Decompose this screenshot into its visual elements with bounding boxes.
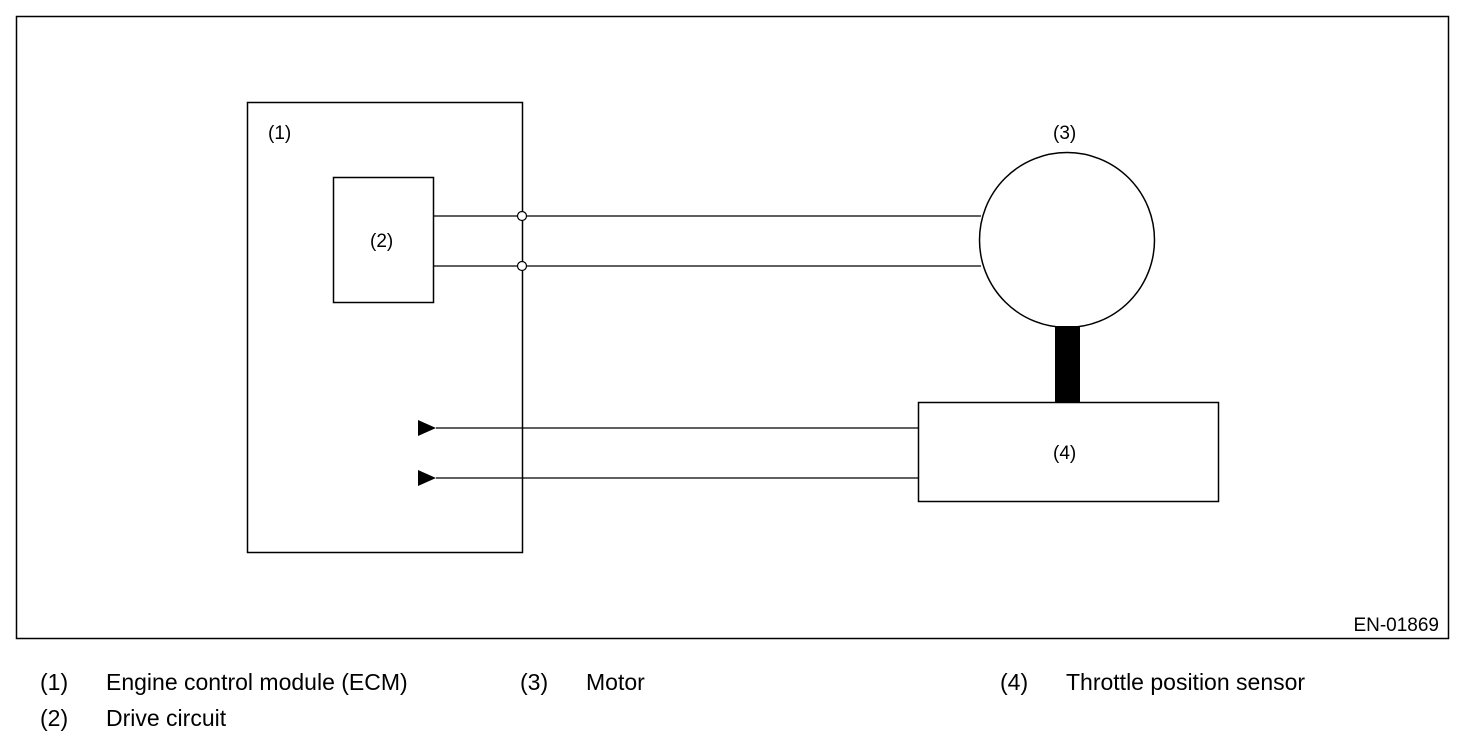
ecm-marker: (1) <box>268 123 291 144</box>
diagram-frame <box>15 15 1450 640</box>
motor-marker: (3) <box>1053 123 1076 144</box>
figure-id: EN-01869 <box>1353 615 1439 636</box>
legend-number: (3) <box>520 669 549 695</box>
connector-terminal-upper <box>516 210 528 222</box>
motor-shaft <box>1055 326 1080 402</box>
drive-circuit-box <box>332 176 435 304</box>
legend-number: (2) <box>40 705 69 731</box>
legend-number: (1) <box>40 669 69 695</box>
motor-circle <box>978 151 1156 329</box>
legend-label: Drive circuit <box>106 705 227 731</box>
sensor-box <box>917 401 1220 503</box>
sensor-marker: (4) <box>1053 443 1076 464</box>
legend-label: Throttle position sensor <box>1066 669 1306 695</box>
legend-number: (4) <box>1000 669 1029 695</box>
legend-label: Engine control module (ECM) <box>106 669 408 695</box>
legend-label: Motor <box>586 669 645 695</box>
drive-circuit-marker: (2) <box>370 231 393 252</box>
connector-terminal-lower <box>516 260 528 272</box>
ecm-box <box>246 101 524 554</box>
